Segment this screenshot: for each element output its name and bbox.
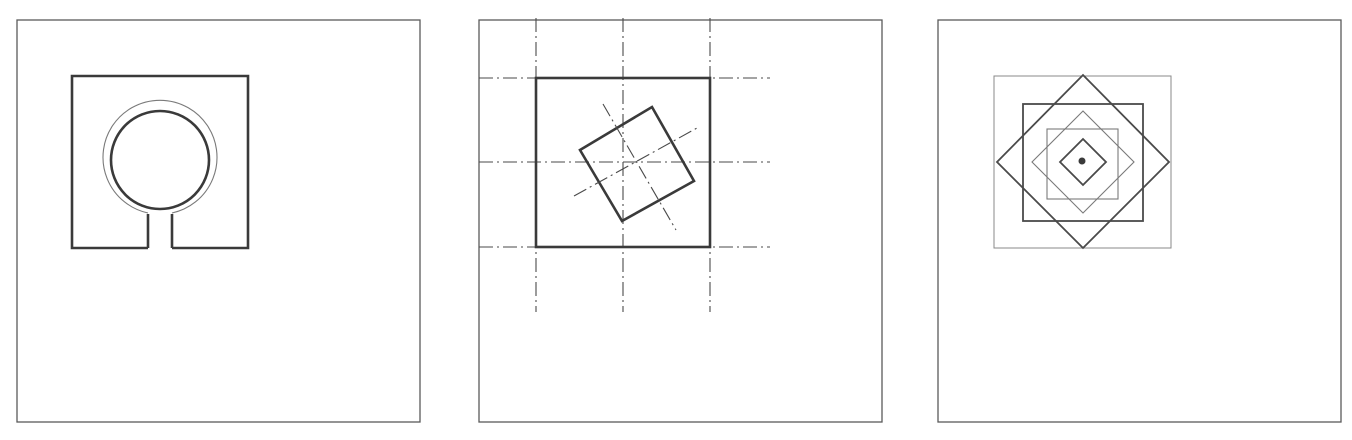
panel-3-frame <box>937 19 1342 423</box>
panel-2 <box>478 18 883 423</box>
middle-square <box>1022 103 1144 222</box>
rotated-axis-2 <box>602 103 677 231</box>
small-diamond <box>1058 137 1108 187</box>
inner-square <box>1046 128 1119 200</box>
inner-circle <box>109 109 211 211</box>
panel-1-frame <box>16 19 421 423</box>
center-dot <box>1078 157 1086 165</box>
enclosure-square <box>70 74 250 250</box>
middle-diamond <box>1031 110 1135 214</box>
panel-3 <box>937 19 1342 423</box>
large-diamond <box>995 73 1171 250</box>
panel-2-frame <box>478 19 883 423</box>
grid-square <box>534 76 712 249</box>
panel-1 <box>16 19 421 423</box>
outer-ring <box>102 99 218 214</box>
grid-lines <box>479 18 770 312</box>
rotated-square <box>578 105 696 223</box>
